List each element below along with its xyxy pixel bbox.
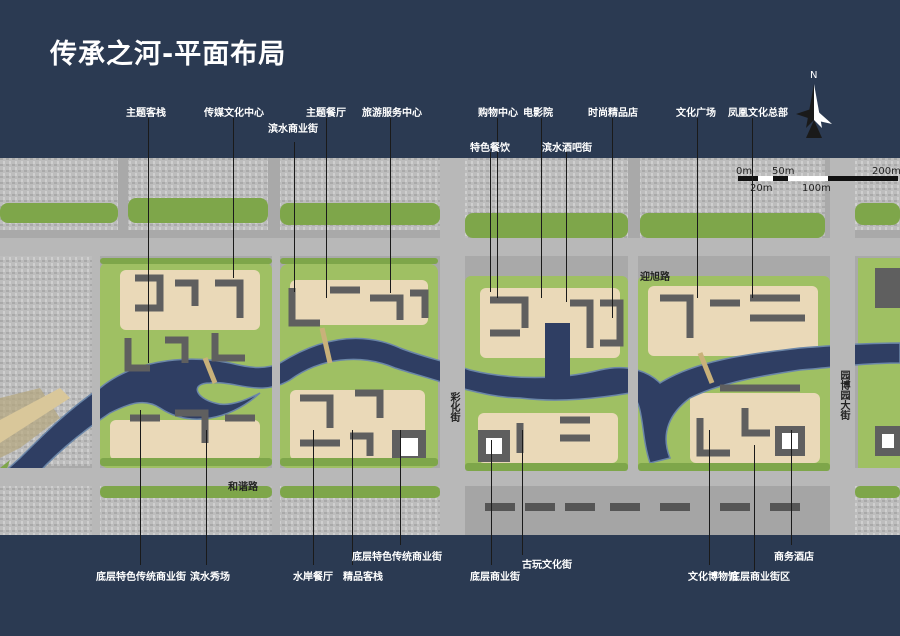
road-label-wenhua: 彩化街 [448, 392, 459, 422]
scale-50m: 50m [772, 166, 795, 177]
label-culture-museum: 文化博物馆 [688, 572, 738, 583]
river [0, 337, 900, 509]
road-label-yingxu: 迎旭路 [640, 272, 670, 283]
scale-0m: 0m [736, 166, 753, 177]
label-cinema: 电影院 [523, 108, 553, 119]
left-diagonal-path [0, 388, 70, 443]
site-plan-map [0, 158, 900, 535]
scale-200m: 200m [872, 166, 900, 177]
bottom-buildings [485, 503, 800, 511]
label-culture-plaza: 文化广场 [676, 108, 716, 119]
street-trees [100, 258, 830, 471]
page-title: 传承之河-平面布局 [50, 39, 287, 70]
label-waterfront-street: 滨水商业街 [268, 124, 318, 135]
bridges [202, 327, 715, 384]
label-ground-traditional-street-1: 底层特色传统商业街 [96, 572, 186, 583]
label-antique-street: 古玩文化街 [522, 560, 572, 571]
tree-rows-top [0, 198, 900, 238]
label-tourism-center: 旅游服务中心 [362, 108, 422, 119]
label-ground-traditional-street-2: 底层特色传统商业街 [352, 552, 442, 563]
label-waterfront-show: 滨水秀场 [190, 572, 230, 583]
label-ground-commercial-street: 底层商业街 [470, 572, 520, 583]
road-label-yuanbo: 园博园大街 [838, 370, 849, 420]
tree-rows-bottom [100, 486, 900, 498]
label-theme-restaurant: 主题餐厅 [306, 108, 346, 119]
label-riverside-restaurant: 水岸餐厅 [293, 572, 333, 583]
scale-20m: 20m [750, 183, 773, 194]
label-media-center: 传媒文化中心 [204, 108, 264, 119]
plazas [110, 270, 820, 463]
label-ground-commercial-block: 底层商业街区 [730, 572, 790, 583]
label-boutique-inn: 精品客栈 [343, 572, 383, 583]
label-boutique-shop: 时尚精品店 [588, 108, 638, 119]
label-theme-inn: 主题客栈 [126, 108, 166, 119]
label-shopping-center: 购物中心 [478, 108, 518, 119]
label-phoenix-hq: 凤凰文化总部 [728, 108, 788, 119]
buildings [124, 274, 805, 457]
roads [0, 158, 900, 535]
canal [545, 323, 570, 378]
scale-bar: 0m 50m 200m 20m 100m [736, 166, 900, 196]
scale-100m: 100m [802, 183, 831, 194]
north-arrow: N [796, 70, 832, 138]
road-label-hexie: 和谐路 [228, 482, 258, 493]
label-business-hotel: 商务酒店 [774, 552, 814, 563]
north-label: N [810, 70, 817, 81]
label-waterfront-bar: 滨水酒吧街 [542, 143, 592, 154]
highrise-blocks [392, 268, 900, 464]
label-specialty-dining: 特色餐饮 [470, 143, 510, 154]
